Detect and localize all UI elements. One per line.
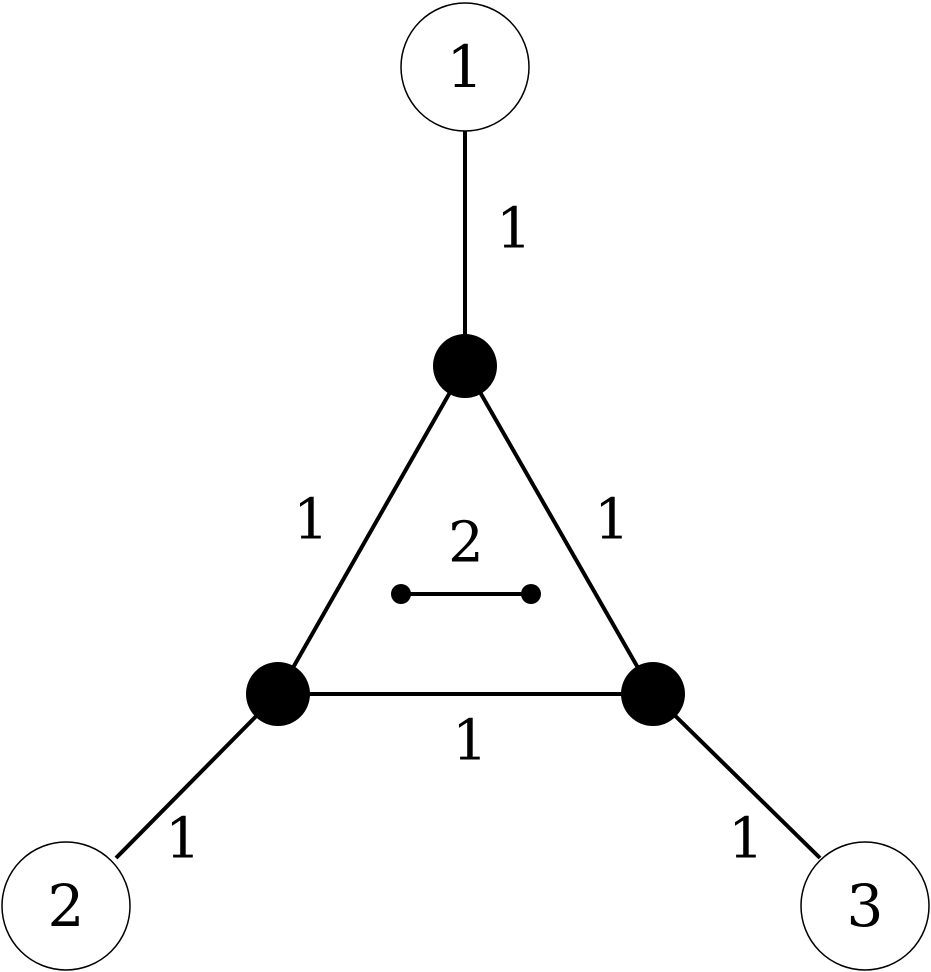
edge-triangle-left — [276, 365, 467, 695]
edge-weight-triangle-left: 1 — [293, 488, 329, 553]
edge-weight-left-leg: 1 — [165, 807, 201, 872]
edge-left-leg — [114, 692, 280, 860]
terminal-circle — [1, 841, 131, 971]
terminal-node-2: 2 — [1, 841, 131, 971]
terminal-node-3: 3 — [800, 841, 930, 971]
vertex-top — [433, 334, 497, 398]
terminal-label: 1 — [447, 33, 484, 101]
edge-weight-triangle-right: 1 — [594, 488, 630, 553]
edge-triangle-right — [463, 365, 655, 695]
terminal-label: 3 — [847, 872, 884, 940]
terminal-circle — [800, 841, 930, 971]
vertex-right — [621, 662, 685, 726]
edge-weight-triangle-bottom: 1 — [452, 709, 488, 774]
terminal-node-1: 1 — [400, 2, 530, 132]
edge-weight-right-leg: 1 — [728, 807, 764, 872]
vertex-left — [246, 662, 310, 726]
inner-edge-endpoint-left — [391, 584, 411, 604]
terminal-circle — [400, 2, 530, 132]
edge-right-leg — [651, 692, 822, 860]
inner-edge-endpoint-right — [521, 584, 541, 604]
inner-edge-weight: 2 — [448, 511, 484, 576]
terminal-label: 2 — [48, 872, 85, 940]
edge-weight-top-leg: 1 — [496, 197, 532, 262]
